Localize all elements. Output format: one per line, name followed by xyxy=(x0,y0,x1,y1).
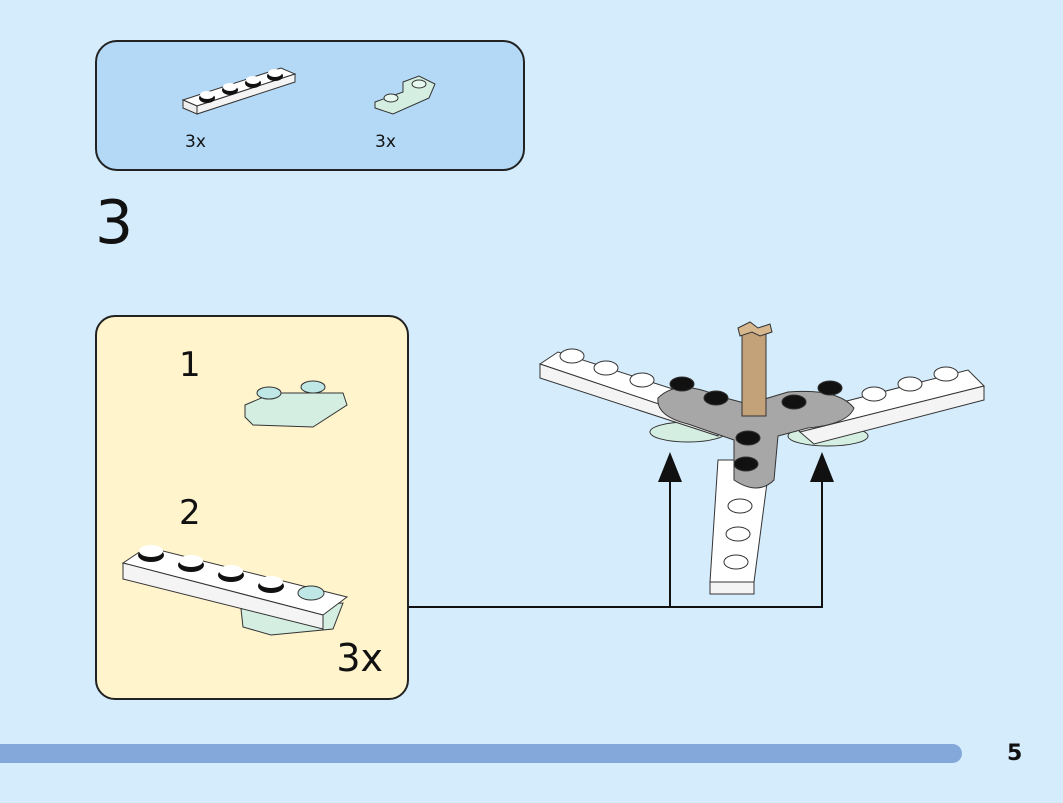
substep-quantity: 3x xyxy=(336,636,383,680)
progress-bar xyxy=(0,744,962,763)
substep-box: 1 2 3x xyxy=(95,315,409,700)
plate-with-slope-assembly-icon xyxy=(121,545,349,636)
aqua-inverted-slope-icon xyxy=(374,75,436,115)
step-number: 3 xyxy=(95,188,134,258)
aqua-slope-assembly-icon xyxy=(244,380,348,428)
substep-number: 1 xyxy=(179,345,201,385)
rotor-assembly-illustration xyxy=(538,321,985,595)
substep-number: 2 xyxy=(179,493,201,533)
page-number: 5 xyxy=(1007,741,1023,766)
white-plate-1x4-icon xyxy=(181,67,297,115)
parts-list-box: 3x 3x xyxy=(95,40,525,171)
part-quantity: 3x xyxy=(185,132,206,152)
arrow-up-icon xyxy=(810,452,834,482)
part-quantity: 3x xyxy=(375,132,396,152)
arrow-up-icon xyxy=(658,452,682,482)
